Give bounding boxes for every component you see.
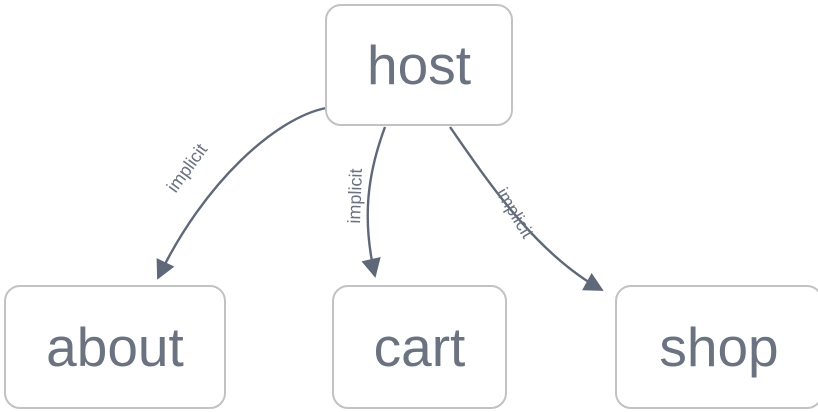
node-shop[interactable]: shop [615,285,818,409]
node-cart-label: cart [373,315,466,378]
node-about-label: about [46,315,184,378]
node-about[interactable]: about [4,285,226,409]
edge-host-about [156,106,327,280]
edge-host-shop [449,126,604,292]
node-cart[interactable]: cart [332,285,507,409]
node-host-label: host [367,33,471,96]
node-shop-label: shop [659,315,779,378]
edge-host-cart [361,126,387,278]
edge-label-host-cart: implicit [344,168,366,224]
node-host[interactable]: host [325,4,513,126]
